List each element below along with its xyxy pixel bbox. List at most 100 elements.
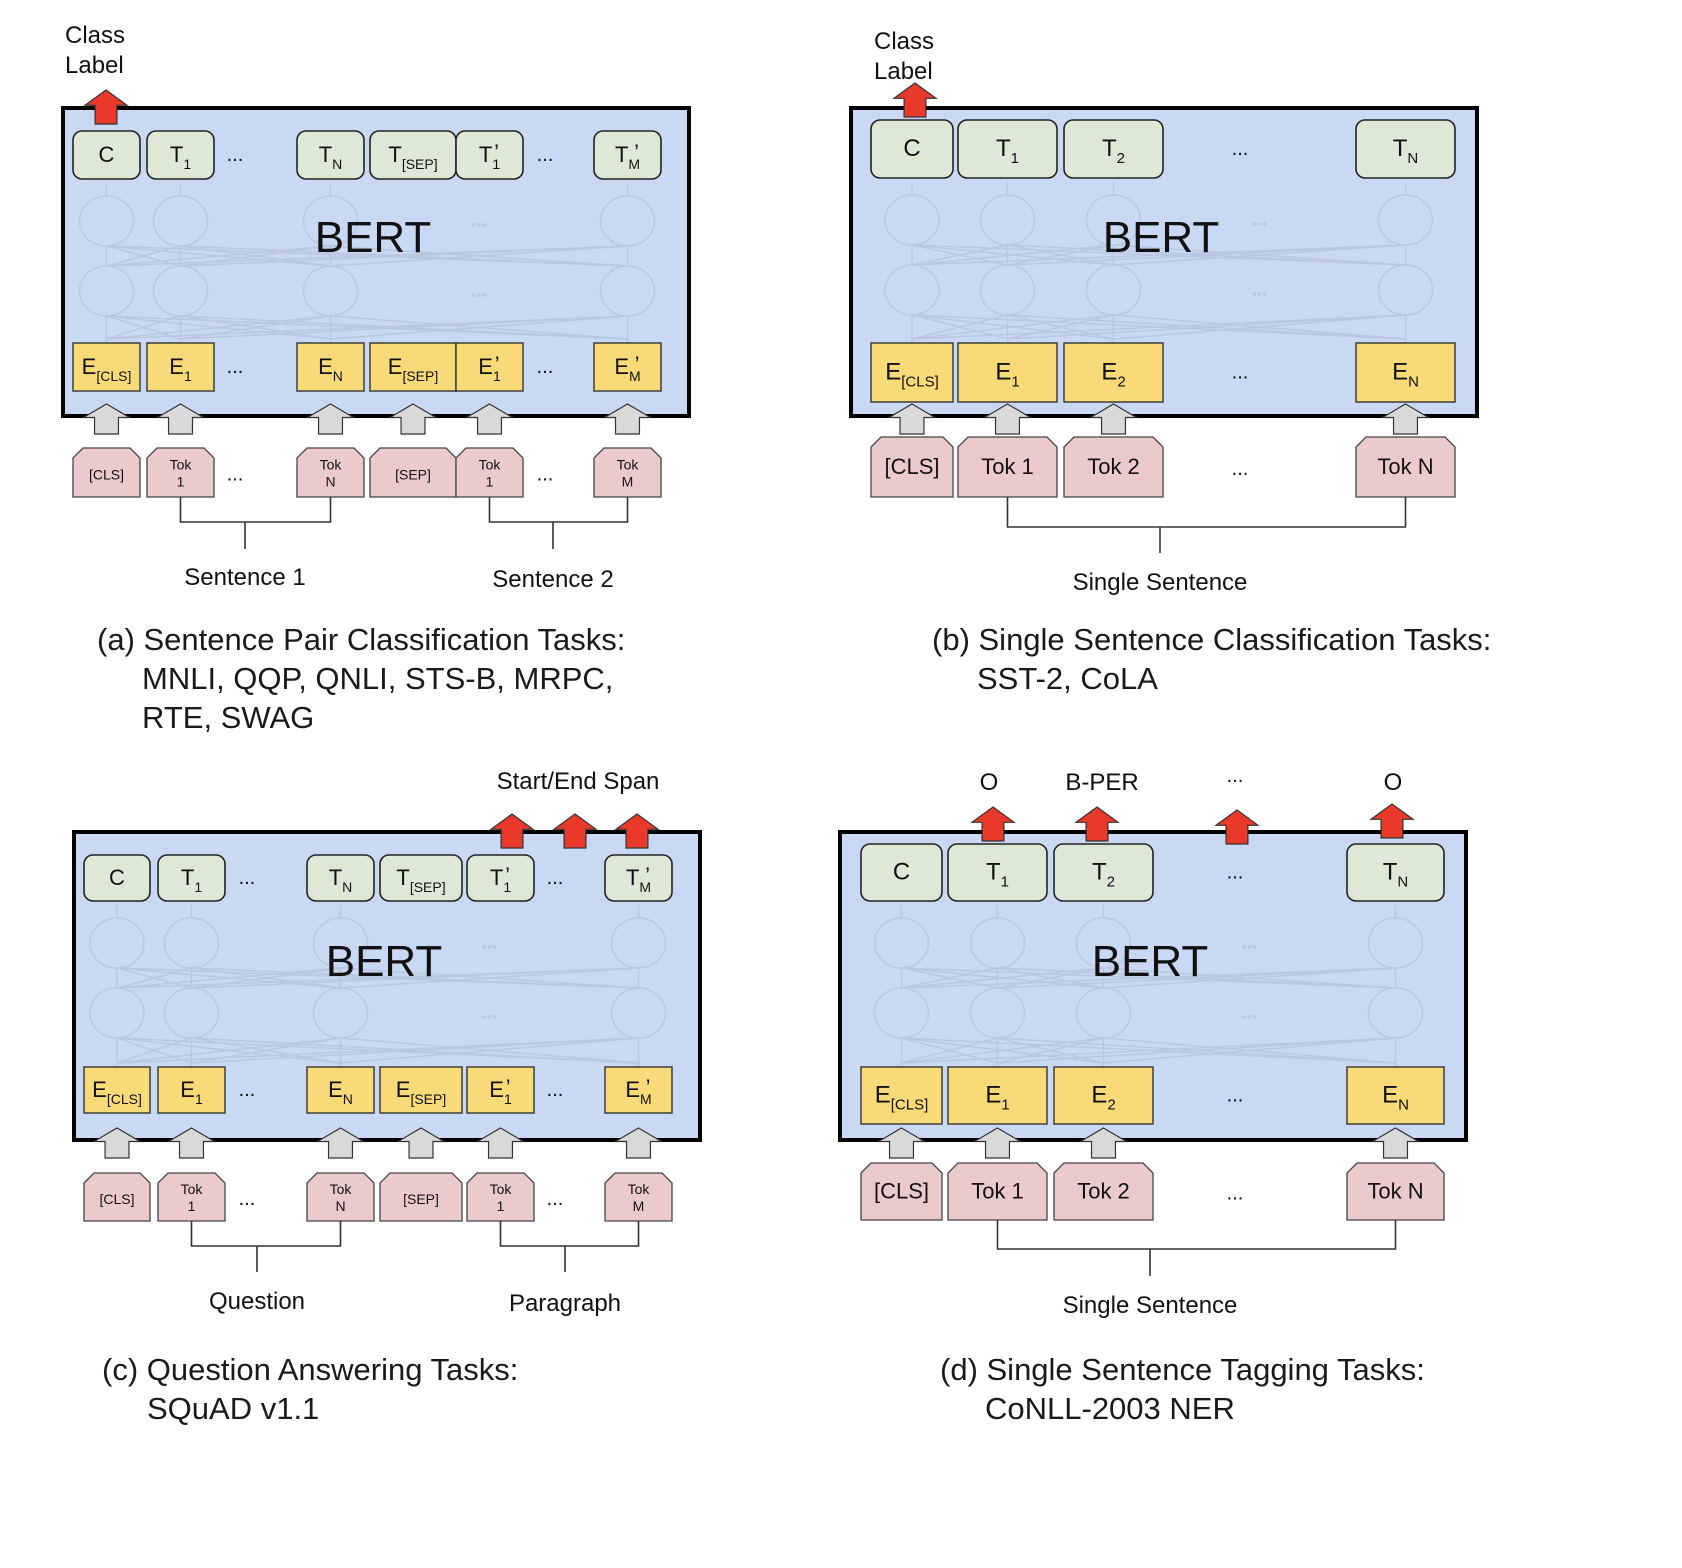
embedding-label: E[CLS] xyxy=(875,1082,929,1114)
input-token-box xyxy=(860,1162,943,1221)
connection-line xyxy=(116,967,341,989)
input-token-label: Tok xyxy=(330,1181,353,1197)
caption-line: (d) Single Sentence Tagging Tasks: xyxy=(940,1352,1425,1387)
caption-panel-b: (b) Single Sentence Classification Tasks… xyxy=(932,620,1491,698)
output-token-label: T1’ xyxy=(490,863,511,895)
output-token-label: C xyxy=(893,859,910,886)
embedding-label: EM’ xyxy=(625,1075,651,1107)
transformer-network-illustration: ...... xyxy=(78,183,656,343)
input-token-label: 1 xyxy=(177,474,185,490)
connection-line xyxy=(911,244,1114,266)
connection-line xyxy=(997,1037,1396,1064)
output-arrow-icon xyxy=(1369,803,1415,839)
embedding-label: E[CLS] xyxy=(92,1077,142,1107)
output-token-box xyxy=(146,130,215,180)
output-token-box xyxy=(157,854,226,902)
embedding-box xyxy=(1346,1066,1445,1125)
output-token-box xyxy=(870,119,954,179)
input-token-box xyxy=(466,1172,535,1222)
ellipsis: ... xyxy=(547,867,564,889)
input-arrow-icon xyxy=(972,1127,1023,1159)
caption-line: SQuAD v1.1 xyxy=(147,1391,320,1426)
bert-label: BERT xyxy=(1103,213,1220,262)
output-label: Class xyxy=(874,28,934,55)
embedding-label: E2 xyxy=(1101,359,1125,391)
output-token-box xyxy=(306,854,375,902)
embedding-label: E[SEP] xyxy=(388,354,438,384)
input-token-label: Tok xyxy=(490,1181,513,1197)
transformer-network-illustration: ...... xyxy=(89,905,667,1067)
input-token-label: [CLS] xyxy=(89,467,124,483)
output-arrow-icon xyxy=(1074,806,1120,842)
embedding-box xyxy=(72,342,141,392)
input-token-label: [CLS] xyxy=(99,1191,134,1207)
embedding-label: E2 xyxy=(1091,1082,1115,1114)
input-token-box xyxy=(1355,436,1456,498)
connection-line xyxy=(340,1037,639,1064)
input-token-box xyxy=(1053,1162,1154,1221)
output-token-box xyxy=(379,854,463,902)
output-token-box xyxy=(957,119,1058,179)
segment-label: Single Sentence xyxy=(1073,569,1248,596)
connection-line xyxy=(911,314,1406,340)
caption-panel-a: (a) Sentence Pair Classification Tasks: … xyxy=(97,620,625,737)
segment-bracket xyxy=(179,497,332,549)
output-token-label: TN xyxy=(1393,135,1419,167)
embedding-box xyxy=(146,342,215,392)
input-token-label: [CLS] xyxy=(884,454,939,479)
segment-label: Question xyxy=(209,1288,305,1315)
connection-line xyxy=(191,1037,639,1064)
output-token-box xyxy=(1346,843,1445,902)
output-token-label: T2 xyxy=(1092,859,1115,891)
embedding-box xyxy=(593,342,662,392)
output-token-label: T1 xyxy=(170,142,191,172)
ellipsis: ... xyxy=(239,1188,256,1210)
segment-label: Sentence 2 xyxy=(492,566,613,593)
embedding-label: E1 xyxy=(169,354,192,384)
connection-line xyxy=(180,245,628,267)
segment-bracket xyxy=(190,1221,342,1272)
input-token-box xyxy=(83,1172,151,1222)
caption-panel-d: (d) Single Sentence Tagging Tasks: CoNLL… xyxy=(940,1350,1425,1428)
connection-line xyxy=(330,245,628,267)
embedding-box xyxy=(1053,1066,1154,1125)
input-token-box xyxy=(1063,436,1164,498)
faint-ellipsis: ... xyxy=(482,1002,497,1022)
embedding-label: EN xyxy=(1392,359,1419,391)
segment-label: Paragraph xyxy=(509,1290,621,1317)
embedding-label: E1 xyxy=(995,359,1019,391)
segment-bracket xyxy=(488,497,629,549)
input-arrow-icon xyxy=(876,1127,927,1159)
input-token-label: Tok 1 xyxy=(971,1179,1024,1204)
connection-line xyxy=(106,315,331,340)
input-arrow-icon xyxy=(387,403,439,435)
connection-line xyxy=(1113,244,1406,266)
input-arrow-icon xyxy=(395,1127,447,1159)
input-token-label: [CLS] xyxy=(874,1179,929,1204)
output-token-label: T1 xyxy=(996,135,1019,167)
faint-ellipsis: ... xyxy=(1252,279,1267,299)
input-arrow-icon xyxy=(305,403,356,435)
input-token-label: Tok xyxy=(170,457,193,473)
input-token-box xyxy=(306,1172,375,1222)
embedding-box xyxy=(1063,342,1164,403)
input-arrow-icon xyxy=(315,1127,366,1159)
embedding-label: EM’ xyxy=(614,352,640,384)
caption-line: RTE, SWAG xyxy=(142,700,315,735)
input-arrow-icon xyxy=(475,1127,526,1159)
output-token-box xyxy=(455,130,524,180)
embedding-box xyxy=(870,342,954,403)
output-label: Class xyxy=(65,22,125,49)
input-token-label: [SEP] xyxy=(403,1191,439,1207)
embedding-box xyxy=(466,1066,535,1114)
input-arrow-icon xyxy=(886,403,938,435)
connection-line xyxy=(106,245,181,267)
panel-c: ......BERTCE[CLS][CLS]T1E1Tok1.........T… xyxy=(72,768,702,1317)
embedding-box xyxy=(157,1066,226,1114)
connection-line xyxy=(340,967,639,989)
output-token-label: TN xyxy=(329,865,353,895)
embedding-box xyxy=(455,342,524,392)
input-arrow-icon xyxy=(1078,1127,1129,1159)
input-token-label: M xyxy=(622,474,634,490)
